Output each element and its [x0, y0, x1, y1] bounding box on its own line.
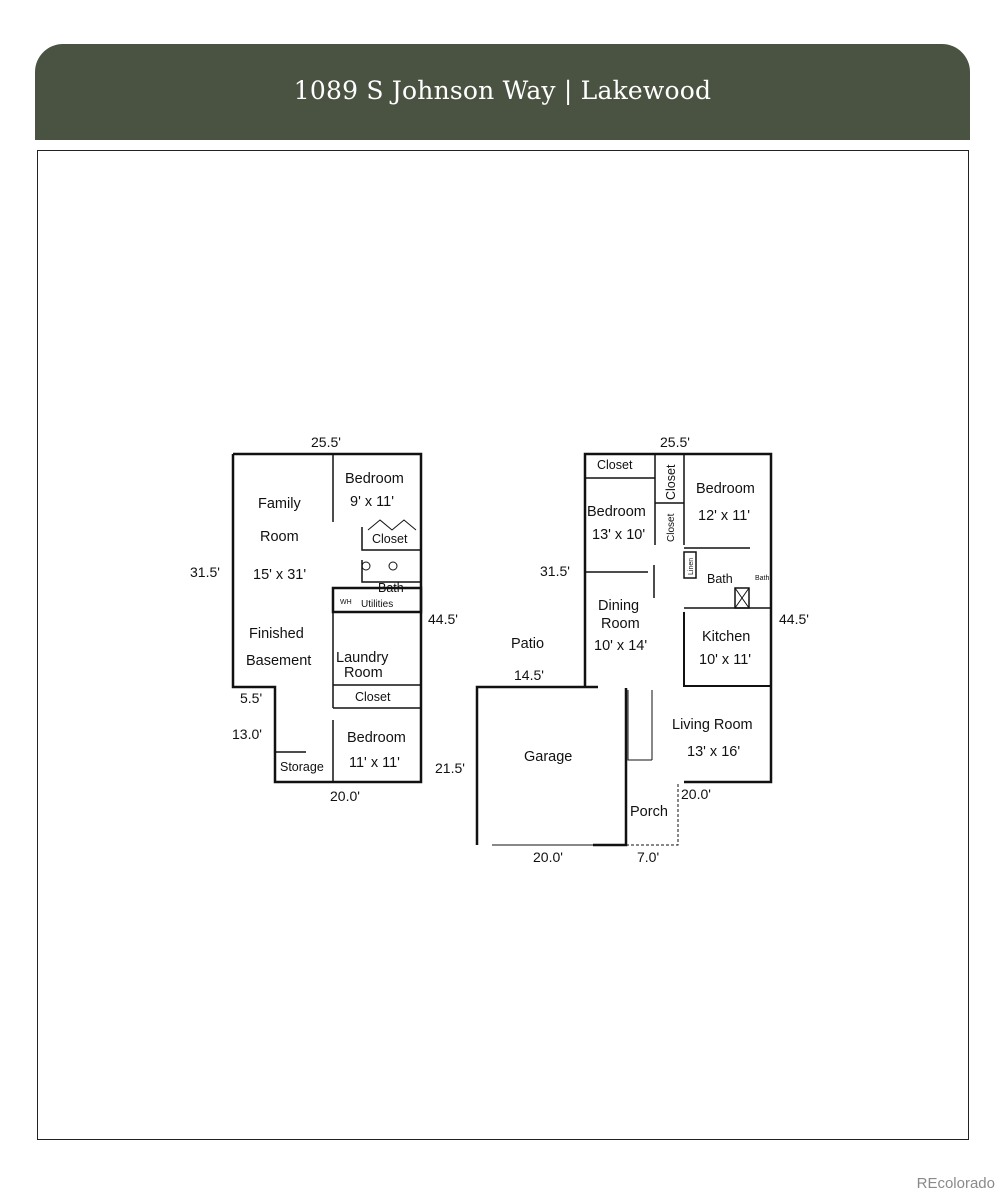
main-stair — [627, 690, 652, 761]
main-dim-patio: 14.5' — [514, 667, 544, 683]
label-main-bedroom-left: Bedroom — [587, 504, 646, 520]
main-dim-right: 44.5' — [779, 611, 809, 627]
label-main-bedroom-right-size: 12' x 11' — [698, 508, 750, 524]
label-finished-basement-2: Basement — [246, 653, 311, 669]
label-main-closet-top: Closet — [597, 458, 633, 472]
label-main-linen: Linen — [688, 558, 695, 575]
header-banner: 1089 S Johnson Way | Lakewood — [35, 44, 970, 140]
basement-bath-wall — [361, 560, 421, 583]
label-basement-bath: Bath — [378, 581, 404, 595]
label-main-bath-small: Bath — [755, 575, 770, 582]
main-dim-left: 31.5' — [540, 563, 570, 579]
main-dim-garage-bottom: 20.0' — [533, 849, 563, 865]
label-dining-1: Dining — [598, 598, 639, 614]
label-basement-closet-bottom: Closet — [355, 690, 391, 704]
label-basement-closet-top: Closet — [372, 532, 408, 546]
basement-dim-lower-left: 13.0' — [232, 726, 262, 742]
label-family-room-1: Family — [258, 496, 301, 512]
basement-closet-door — [367, 519, 417, 531]
label-main-closet-vertical-2: Closet — [666, 513, 677, 542]
basement-plan — [231, 452, 423, 784]
label-kitchen: Kitchen — [702, 629, 750, 645]
floorplan-frame — [37, 150, 969, 1140]
main-kitchen-wall — [683, 612, 771, 687]
label-basement-bedroom-top: Bedroom — [345, 471, 404, 487]
porch-outline — [626, 782, 679, 846]
label-laundry-2: Room — [344, 665, 383, 681]
main-bath-fixture-x2 — [734, 587, 750, 609]
main-dim-porch: 7.0' — [637, 849, 659, 865]
label-porch: Porch — [630, 804, 668, 820]
page-title: 1089 S Johnson Way | Lakewood — [293, 75, 712, 105]
basement-dim-right: 44.5' — [428, 611, 458, 627]
garage-right-wall — [593, 688, 628, 847]
main-dim-living-bottom: 20.0' — [681, 786, 711, 802]
label-main-closet-vertical-1: Closet — [664, 464, 678, 500]
label-living-room: Living Room — [672, 717, 753, 733]
main-floor-plan — [475, 452, 773, 847]
label-basement-wh: WH — [340, 599, 352, 606]
basement-dim-bottom: 20.0' — [330, 788, 360, 804]
main-outer-wall — [583, 452, 773, 784]
label-kitchen-size: 10' x 11' — [699, 652, 751, 668]
label-basement-utilities: Utilities — [361, 599, 393, 610]
main-linen-box — [683, 551, 697, 579]
label-main-bedroom-left-size: 13' x 10' — [592, 527, 645, 543]
label-laundry-1: Laundry — [336, 650, 389, 666]
label-garage: Garage — [524, 749, 572, 765]
label-family-room-2: Room — [260, 529, 299, 545]
basement-fixture — [361, 561, 371, 571]
label-living-room-size: 13' x 16' — [687, 744, 740, 760]
label-main-bath: Bath — [707, 572, 733, 586]
main-dim-garage-left: 21.5' — [435, 760, 465, 776]
basement-closet-wall — [361, 527, 421, 551]
label-basement-bedroom-top-size: 9' x 11' — [350, 494, 394, 510]
label-basement-bedroom-bottom-size: 11' x 11' — [349, 755, 400, 771]
basement-utilities-box — [331, 586, 423, 614]
label-family-room-size: 15' x 31' — [253, 567, 306, 583]
basement-outer-wall — [231, 452, 423, 784]
basement-dim-left: 31.5' — [190, 564, 220, 580]
label-dining-size: 10' x 14' — [594, 638, 647, 654]
label-basement-bedroom-bottom: Bedroom — [347, 730, 406, 746]
basement-dim-top: 25.5' — [311, 434, 341, 450]
basement-dim-jog: 5.5' — [240, 690, 262, 706]
main-dim-top: 25.5' — [660, 434, 690, 450]
label-dining-2: Room — [601, 616, 640, 632]
watermark: REcolorado — [916, 1175, 995, 1192]
label-patio: Patio — [511, 636, 544, 652]
label-main-bedroom-right: Bedroom — [696, 481, 755, 497]
label-storage: Storage — [280, 760, 324, 774]
basement-fixture-2 — [388, 561, 398, 571]
garage-wall — [475, 685, 598, 845]
label-finished-basement-1: Finished — [249, 626, 304, 642]
main-bath-fixture — [734, 587, 750, 609]
